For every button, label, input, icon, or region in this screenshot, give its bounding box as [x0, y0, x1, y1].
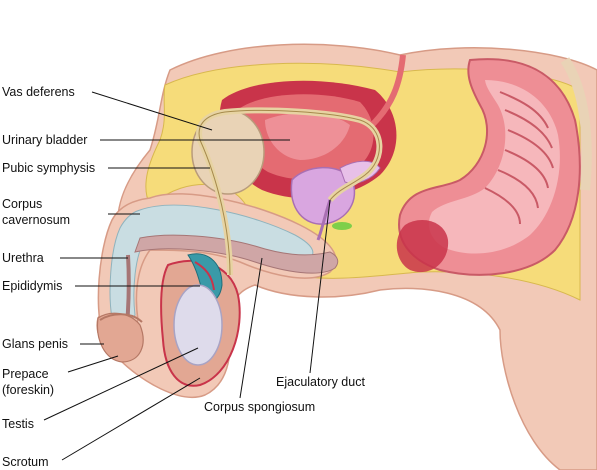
ureter	[369, 54, 406, 128]
epididymis-coil	[194, 261, 215, 291]
label-testis: Testis	[2, 417, 34, 431]
vas-deferens-outline	[198, 109, 380, 276]
anal-sphincter	[396, 220, 449, 273]
label-ejaculatory-duct: Ejaculatory duct	[276, 375, 365, 389]
label-corpus-spongiosum: Corpus spongiosum	[204, 400, 315, 414]
rectum-lumen	[428, 80, 560, 254]
leader-ejaculatory-duct	[309, 199, 331, 374]
leader-vas-deferens	[91, 91, 213, 131]
leader-corpus-spongiosum	[239, 257, 263, 399]
label-pubic-symphysis: Pubic symphysis	[2, 161, 95, 175]
label-glans-penis: Glans penis	[2, 337, 68, 351]
bladder-mucosa	[265, 113, 350, 160]
sacrum	[560, 57, 592, 191]
prostate	[290, 166, 356, 225]
prepuce	[99, 313, 143, 323]
label-prepace-1: Prepace	[2, 367, 49, 381]
leader-prepace	[67, 355, 119, 373]
glans-penis	[96, 312, 144, 363]
label-epididymis: Epididymis	[2, 279, 62, 293]
bulbourethral-gland	[332, 222, 352, 230]
label-corpus-cavernosum-1: Corpus	[2, 197, 42, 211]
leader-lines	[43, 91, 331, 461]
leader-scrotum	[61, 377, 201, 461]
label-scrotum: Scrotum	[2, 455, 49, 469]
label-prepace-2: (foreskin)	[2, 383, 54, 397]
leader-testis	[43, 347, 199, 421]
label-urinary-bladder: Urinary bladder	[2, 133, 87, 147]
label-urethra: Urethra	[2, 251, 44, 265]
label-corpus-cavernosum-2: cavernosum	[2, 213, 70, 227]
testis	[173, 284, 223, 366]
rectum-folds	[484, 91, 554, 225]
ejaculatory-duct	[316, 199, 332, 241]
label-vas-deferens: Vas deferens	[2, 85, 75, 99]
